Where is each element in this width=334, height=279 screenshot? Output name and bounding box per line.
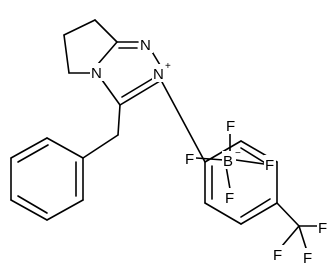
atom-b-anion: B bbox=[223, 153, 233, 170]
bond-ring5-2 bbox=[63, 34, 70, 74]
bond-phenyl-5 bbox=[46, 199, 84, 221]
bond-ring5-5 bbox=[97, 41, 118, 65]
atom-n-cation-charge: + bbox=[165, 61, 171, 72]
bond-aryl-d2 bbox=[240, 198, 271, 218]
atom-n-top: N bbox=[140, 37, 151, 54]
bond-cf3-f3 bbox=[298, 225, 307, 249]
atom-labels: N N N + B − F F F F F F F bbox=[90, 35, 329, 267]
atom-f-cf3-left: F bbox=[273, 247, 282, 264]
atom-n-cation: N bbox=[153, 66, 164, 83]
bond-cf3-f2 bbox=[281, 225, 300, 247]
bond-phenyl-4 bbox=[10, 199, 48, 221]
atom-f-b-bottom: F bbox=[225, 190, 234, 207]
atom-f-b-left: F bbox=[185, 151, 194, 168]
atom-f-cf3-right: F bbox=[318, 220, 327, 237]
bond-phenyl-2 bbox=[10, 137, 48, 159]
bond-triazole-3b bbox=[121, 75, 158, 98]
bond-ch2-1 bbox=[117, 104, 121, 136]
bond-bf-right bbox=[235, 159, 265, 165]
bond-aryl-4 bbox=[240, 202, 278, 225]
atom-f-b-top: F bbox=[226, 118, 235, 135]
bond-phenyl-1 bbox=[46, 137, 84, 159]
bond-ch2-2 bbox=[82, 134, 119, 159]
atom-n-bridge: N bbox=[91, 65, 102, 82]
bond-triazole-3 bbox=[119, 80, 161, 106]
bond-n-aryl bbox=[161, 81, 206, 163]
bond-phenyl-d1 bbox=[17, 144, 49, 163]
bond-bf-bottom bbox=[225, 165, 231, 190]
bond-bf-left bbox=[195, 157, 225, 161]
atom-f-cf3-bottom: F bbox=[303, 250, 312, 267]
atom-b-anion-charge: − bbox=[235, 148, 241, 159]
bond-cf3-c bbox=[276, 202, 300, 227]
bonds bbox=[10, 19, 319, 249]
bond-triazole-4 bbox=[101, 79, 121, 106]
atom-f-b-right: F bbox=[265, 157, 274, 174]
bond-phenyl-d2 bbox=[17, 195, 48, 214]
bond-ring5-4 bbox=[94, 19, 118, 43]
bond-aryl-5 bbox=[204, 202, 242, 225]
bond-ring5-1 bbox=[63, 19, 96, 36]
